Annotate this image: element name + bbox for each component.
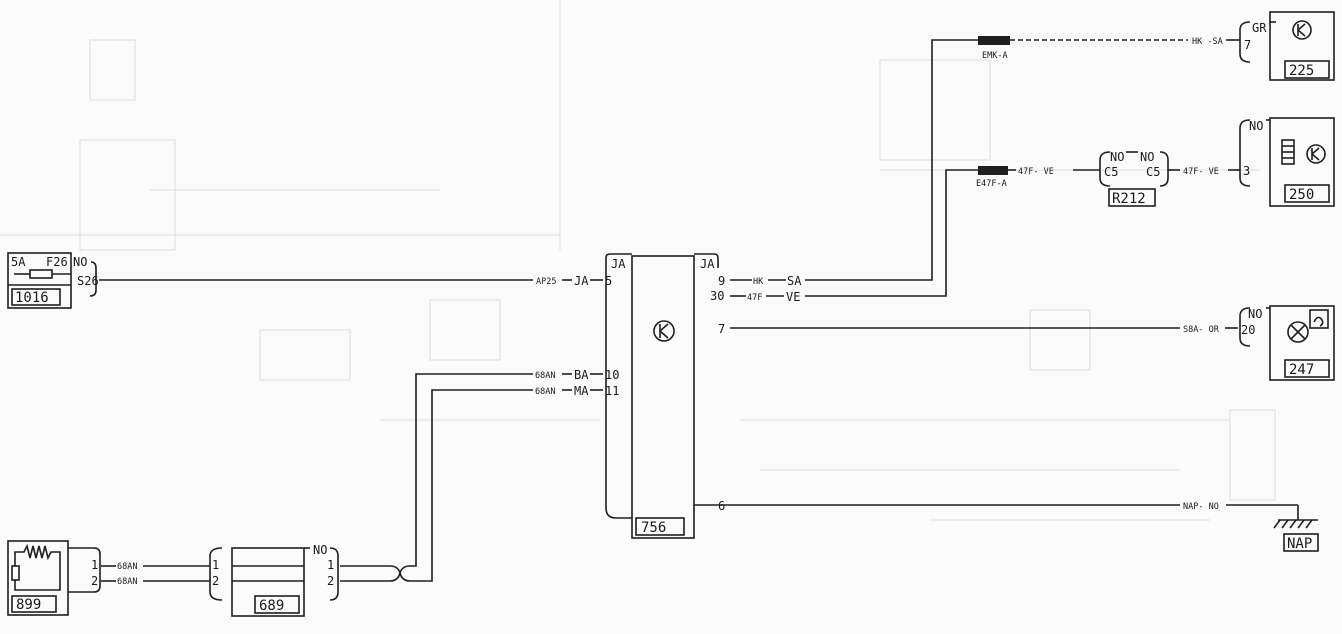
ground-nap[interactable]: NAP <box>1273 505 1319 552</box>
splice-emk-label: EMK-A <box>982 51 1008 61</box>
component-756-label: 756 <box>641 520 666 536</box>
splice-emk <box>978 36 1010 45</box>
connector-left-ja: JA <box>611 257 626 271</box>
component-225-label: 225 <box>1289 63 1314 79</box>
pin-756-7: 7 <box>718 322 725 336</box>
connector-1016-no: NO <box>73 255 87 269</box>
wire-sa-label: SA <box>787 274 802 288</box>
sensor-icon <box>11 543 61 591</box>
pin-1016-s26: S26 <box>77 274 99 288</box>
wire-ma-label: MA <box>574 384 589 398</box>
wire-s8a-or-label: S8A- OR <box>1183 325 1220 335</box>
component-899[interactable]: 899 1 2 <box>7 540 101 616</box>
component-689[interactable]: 1 2 689 NO 1 2 <box>209 543 339 617</box>
warning-lamp-icon <box>1287 309 1329 343</box>
component-247-label: 247 <box>1289 362 1314 378</box>
pin-689-right-1: 1 <box>327 558 334 572</box>
r212-pin-left: C5 <box>1104 165 1118 179</box>
pin-250-3: 3 <box>1243 164 1250 178</box>
wire-ja-label: JA <box>574 274 589 288</box>
fuse-icon <box>29 269 53 279</box>
wire-47f-ve-a-label: 47F- VE <box>1018 167 1054 177</box>
wire-nap-no-label: NAP- NO <box>1183 502 1219 512</box>
component-250-label: 250 <box>1289 187 1314 203</box>
transistor-icon <box>1292 20 1312 40</box>
pin-899-2: 2 <box>91 574 98 588</box>
wire-68an-899-2: 68AN <box>117 577 137 587</box>
component-756[interactable]: 756 JA JA 5 10 11 9 30 7 6 <box>605 253 725 539</box>
pin-247-20: 20 <box>1241 323 1255 337</box>
wire-68an-2-label: 68AN <box>535 387 555 397</box>
connector-right-ja: JA <box>700 257 715 271</box>
component-r212[interactable]: NO C5 NO C5 R212 <box>1099 150 1169 207</box>
component-r212-label: R212 <box>1112 191 1146 207</box>
ground-nap-label: NAP <box>1287 536 1312 552</box>
twisted-pair <box>340 373 533 582</box>
pin-689-right-2: 2 <box>327 574 334 588</box>
splice-e47f-label: E47F-A <box>976 179 1007 189</box>
connector-247-no: NO <box>1248 307 1262 321</box>
transistor-icon <box>653 320 675 342</box>
wire-ve-label: VE <box>786 290 800 304</box>
component-247[interactable]: NO 20 247 <box>1239 305 1335 381</box>
pin-689-left-2: 2 <box>212 574 219 588</box>
pin-756-10: 10 <box>605 368 619 382</box>
pin-756-6: 6 <box>718 499 725 513</box>
wire-hk-label: HK <box>753 277 764 287</box>
pin-225-7: 7 <box>1244 38 1251 52</box>
component-899-label: 899 <box>16 597 41 613</box>
wire-ap25-label: AP25 <box>536 277 556 287</box>
pin-756-5: 5 <box>605 274 612 288</box>
background-ghost-lines <box>0 0 1276 521</box>
splice-e47f <box>978 166 1008 175</box>
transistor-icon <box>1306 144 1326 164</box>
fuse-rating: 5A <box>11 255 26 269</box>
connector-689-no: NO <box>313 543 327 557</box>
wire-47f-label: 47F <box>747 293 762 303</box>
wire-68an-1-label: 68AN <box>535 371 555 381</box>
r212-conn-left: NO <box>1110 150 1124 164</box>
wire-ba-label: BA <box>574 368 589 382</box>
battery-gauge-icon <box>1281 139 1295 165</box>
pin-899-1: 1 <box>91 558 98 572</box>
component-689-label: 689 <box>259 598 284 614</box>
component-1016[interactable]: 5A F26 1016 NO S26 <box>7 252 99 309</box>
connector-250-no: NO <box>1249 119 1263 133</box>
pin-689-left-1: 1 <box>212 558 219 572</box>
component-250[interactable]: NO 3 250 <box>1239 117 1335 207</box>
component-1016-label: 1016 <box>15 290 49 306</box>
pin-756-30: 30 <box>710 289 724 303</box>
pin-756-9: 9 <box>718 274 725 288</box>
wire-68an-899-1: 68AN <box>117 562 137 572</box>
r212-pin-right: C5 <box>1146 165 1160 179</box>
r212-conn-right: NO <box>1140 150 1154 164</box>
wire-hk-sa-label: HK -SA <box>1192 37 1223 47</box>
fuse-id: F26 <box>46 255 68 269</box>
wire-47f-ve-b-label: 47F- VE <box>1183 167 1219 177</box>
component-225[interactable]: GR 7 225 <box>1239 11 1335 81</box>
pin-756-11: 11 <box>605 384 619 398</box>
connector-225-gr: GR <box>1252 21 1267 35</box>
